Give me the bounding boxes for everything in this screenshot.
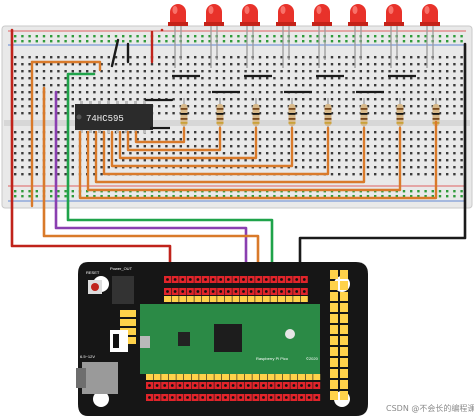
purple-latch-wire bbox=[54, 90, 248, 282]
pico-label: Raspberry Pi Pico bbox=[256, 356, 289, 361]
gpio-pin-rows bbox=[146, 276, 321, 401]
black-ground-wire bbox=[298, 42, 467, 282]
power-out-header bbox=[112, 276, 134, 304]
pico-year-label: ©2020 bbox=[306, 356, 319, 361]
black-jumper-top bbox=[110, 38, 120, 68]
raspberry-logo bbox=[285, 329, 295, 339]
resistor-4 bbox=[288, 98, 296, 136]
usb-port bbox=[140, 336, 150, 348]
voltage-label: 6.5~12V bbox=[80, 354, 95, 359]
reset-button-cap[interactable] bbox=[91, 283, 99, 291]
led-1 bbox=[168, 4, 188, 68]
led-4 bbox=[276, 4, 296, 68]
orange-clock-wire bbox=[42, 86, 260, 282]
led-6 bbox=[348, 4, 368, 68]
watermark: CSDN @不会长的编程课堂 bbox=[386, 403, 474, 413]
green-data-wire bbox=[66, 72, 274, 282]
resistor-7 bbox=[396, 98, 404, 136]
chip-label: 74HC595 bbox=[86, 114, 124, 124]
expansion-board: RESET Power_OUT Raspberry Pi Pico ©2020 … bbox=[76, 262, 368, 416]
center-channel bbox=[4, 120, 470, 126]
mount-hole-bottom-left bbox=[93, 391, 109, 407]
breadboard bbox=[1, 25, 473, 209]
led-8 bbox=[420, 4, 440, 68]
reset-label: RESET bbox=[86, 270, 100, 275]
flash-chip bbox=[178, 332, 190, 346]
led-group bbox=[168, 4, 440, 68]
resistor-6 bbox=[360, 98, 368, 136]
rp2040-chip bbox=[214, 324, 242, 352]
cathode-jumpers bbox=[150, 74, 416, 130]
led-7 bbox=[384, 4, 404, 68]
dc-power-jack bbox=[82, 362, 118, 394]
resistor-group bbox=[180, 98, 440, 136]
shift-register-chip: 74HC595 bbox=[75, 101, 153, 133]
power-out-label: Power_OUT bbox=[110, 266, 133, 271]
led-3 bbox=[240, 4, 260, 68]
resistor-2 bbox=[216, 98, 224, 136]
led-2 bbox=[204, 4, 224, 68]
led-5 bbox=[312, 4, 332, 68]
